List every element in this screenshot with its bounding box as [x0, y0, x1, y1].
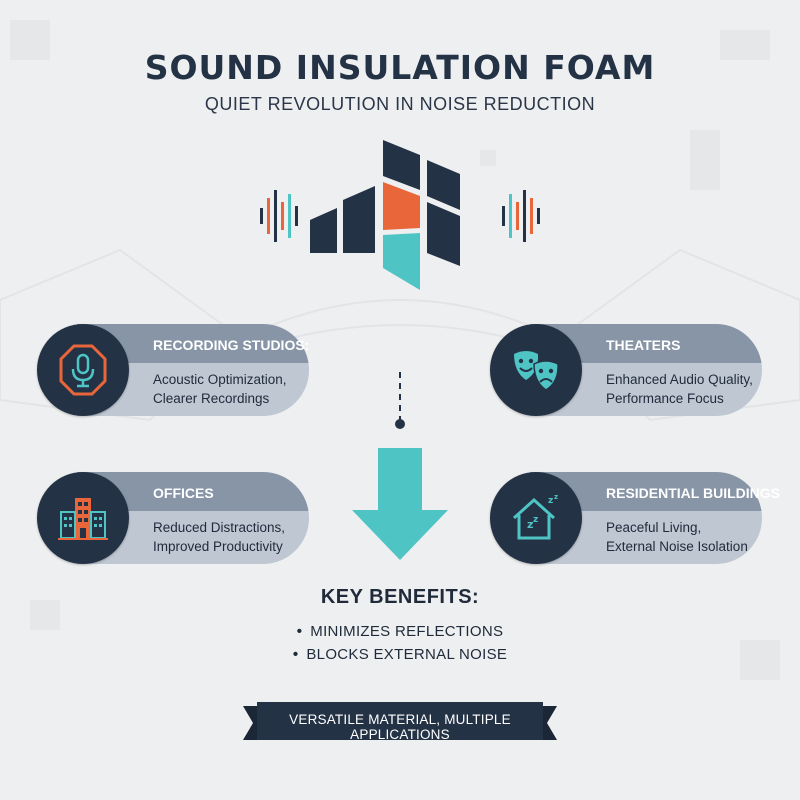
connector-dot [395, 419, 405, 429]
card-icon-disc: z z z z [490, 472, 582, 564]
card-icon-disc [37, 324, 129, 416]
bullet-icon: • [296, 623, 303, 640]
svg-text:z: z [527, 518, 533, 531]
office-building-icon [58, 498, 108, 540]
benefits-list: •MINIMIZES REFLECTIONS •BLOCKS EXTERNAL … [0, 622, 800, 668]
card-title: OFFICES [153, 485, 214, 501]
residential-buildings-card: z z z z RESIDENTIAL BUILDINGS Peaceful L… [490, 472, 780, 564]
svg-text:z: z [533, 515, 538, 525]
page-title: SOUND INSULATION FOAM [144, 48, 656, 87]
bullet-icon: • [292, 646, 299, 663]
card-description: Peaceful Living, External Noise Isolatio… [606, 520, 748, 554]
card-title: RECORDING STUDIOS: [153, 337, 310, 353]
down-arrow-icon [352, 448, 448, 560]
card-description: Enhanced Audio Quality, Performance Focu… [606, 372, 753, 406]
svg-text:z: z [554, 493, 558, 501]
benefit-item: •BLOCKS EXTERNAL NOISE [292, 646, 508, 663]
card-icon-disc [490, 324, 582, 416]
sleeping-house-icon: z z z z [512, 493, 558, 540]
offices-card: OFFICES Reduced Distractions, Improved P… [37, 472, 309, 564]
card-icon-disc [37, 472, 129, 564]
card-title: RESIDENTIAL BUILDINGS [606, 485, 780, 501]
ribbon-banner: VERSATILE MATERIAL, MULTIPLE APPLICATION… [243, 700, 557, 744]
recording-studios-card: RECORDING STUDIOS: Acoustic Optimization… [37, 324, 309, 416]
card-description: Reduced Distractions, Improved Productiv… [153, 520, 286, 554]
card-description: Acoustic Optimization, Clearer Recording… [153, 372, 287, 406]
banner-text: VERSATILE MATERIAL, MULTIPLE APPLICATION… [289, 712, 511, 742]
right-sound-wave-icon [502, 190, 540, 242]
benefits-title: KEY BENEFITS: [320, 586, 480, 608]
dashed-connector [399, 372, 401, 422]
theaters-card: THEATERS Enhanced Audio Quality, Perform… [490, 324, 762, 416]
ribbon-shape [243, 702, 557, 740]
card-title: THEATERS [606, 337, 681, 353]
theater-masks-icon [514, 351, 559, 391]
svg-text:z: z [548, 496, 553, 506]
microphone-icon [59, 344, 107, 396]
page-subtitle: QUIET REVOLUTION IN NOISE REDUCTION [204, 94, 596, 114]
left-sound-wave-icon [260, 190, 298, 242]
benefit-item: •MINIMIZES REFLECTIONS [296, 623, 504, 640]
acoustic-panel-sound-wave-icon [260, 140, 540, 290]
